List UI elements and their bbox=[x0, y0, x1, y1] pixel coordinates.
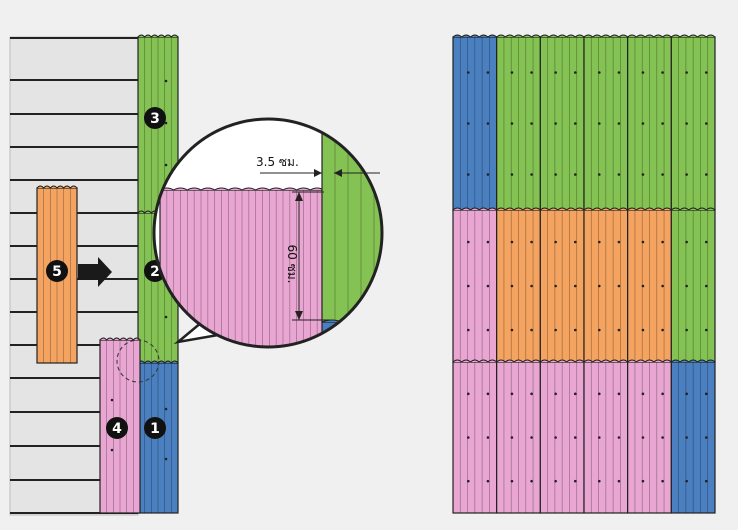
step-marker-3: 3 bbox=[144, 107, 166, 129]
zoom-sheet-blue bbox=[321, 319, 382, 347]
overlap-label: 3.5 ซม. bbox=[256, 155, 299, 169]
left-assembly bbox=[36, 34, 179, 514]
roof-sheet-blue bbox=[452, 34, 498, 211]
roof-sheet-pink bbox=[452, 359, 498, 514]
marker-label: 1 bbox=[150, 421, 160, 437]
height-label: 60 ซม. bbox=[285, 245, 299, 284]
roof-row-3 bbox=[452, 359, 716, 514]
height-dimension: 60 ซม. bbox=[285, 191, 330, 321]
roof-sheet-green bbox=[496, 34, 541, 211]
marker-label: 5 bbox=[52, 264, 62, 280]
right-arrow-icon bbox=[78, 257, 112, 287]
roof-sheet-green bbox=[583, 34, 629, 211]
roof-sheet-green bbox=[627, 34, 672, 211]
marker-label: 3 bbox=[150, 111, 160, 127]
roof-sheet-green bbox=[539, 34, 585, 211]
roof-sheet-pink bbox=[539, 359, 585, 514]
step-marker-5: 5 bbox=[46, 260, 68, 282]
overlap-zoom-indicator bbox=[116, 339, 160, 383]
roof-sheet-orange bbox=[627, 207, 672, 363]
roof-sheet-pink bbox=[583, 359, 629, 514]
step-marker-4: 4 bbox=[106, 417, 128, 439]
step-marker-1: 1 bbox=[144, 417, 166, 439]
roof-sheet-orange bbox=[583, 207, 629, 363]
roof-sheet-orange bbox=[539, 207, 585, 363]
marker-label: 2 bbox=[150, 264, 160, 280]
roof-row-1 bbox=[452, 34, 716, 211]
roof-sheet-pink bbox=[452, 207, 498, 363]
overlap-dimension: 3.5 ซม. bbox=[256, 155, 380, 177]
roof-sheet-orange bbox=[496, 207, 541, 363]
zoom-circle-icon bbox=[152, 117, 384, 349]
roof-sheet-green bbox=[670, 207, 716, 363]
completed-roof-layout bbox=[452, 34, 716, 514]
wall-panel-background bbox=[9, 36, 139, 516]
roof-row-2 bbox=[452, 207, 716, 363]
roof-sheet-pink bbox=[627, 359, 672, 514]
zoom-callout: 3.5 ซม. 60 ซม. bbox=[152, 117, 384, 349]
zoom-sheet-pink bbox=[159, 159, 337, 347]
roof-sheet-blue bbox=[670, 359, 716, 514]
roof-sheet-pink bbox=[496, 359, 541, 514]
roof-sheet-green bbox=[670, 34, 716, 211]
marker-label: 4 bbox=[112, 421, 122, 437]
